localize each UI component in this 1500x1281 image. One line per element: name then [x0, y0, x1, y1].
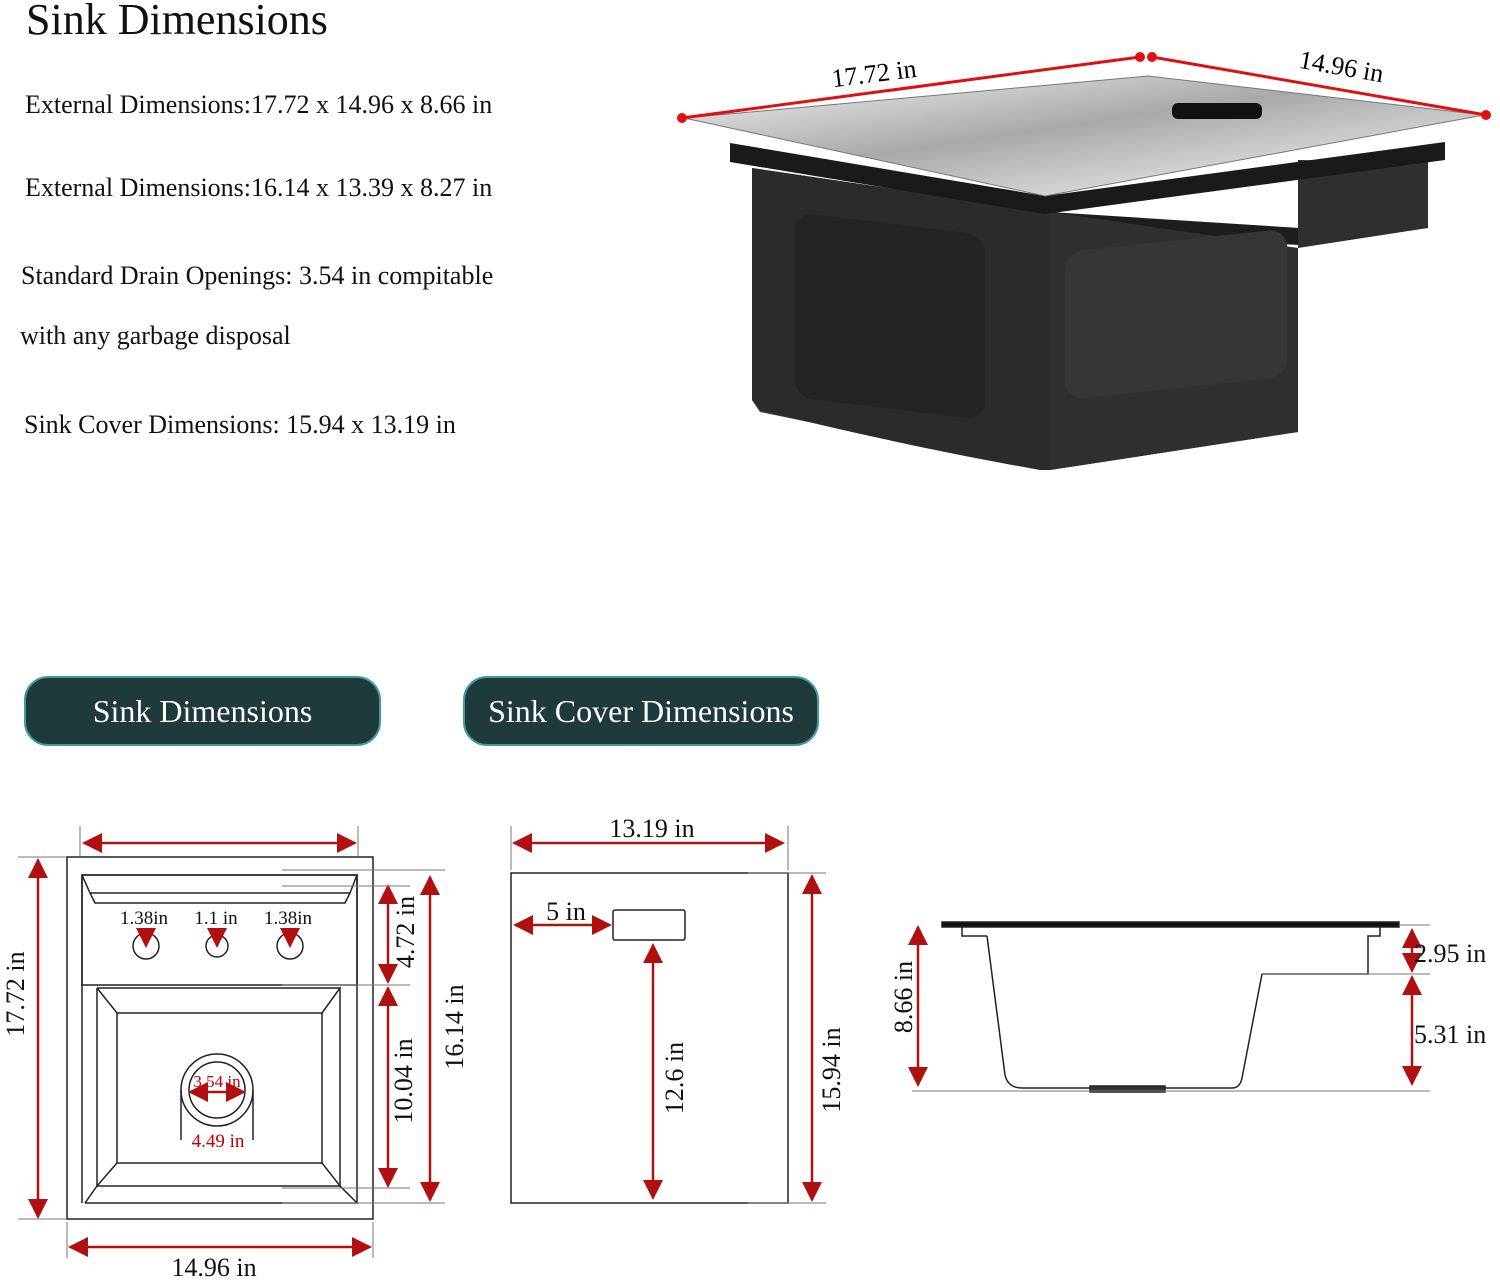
- sink-cover-view-dims: [510, 826, 826, 1204]
- sink-top-view-dims: [18, 826, 445, 1258]
- sink-side-view-labels: 8.66 in 2.95 in 5.31 in: [889, 939, 1486, 1049]
- product-length-line: [681, 55, 1141, 120]
- sink-rear-shelf: [1298, 160, 1428, 248]
- sink-rim-band: [730, 142, 1445, 214]
- drain-inner-label: 3.54 in: [193, 1072, 241, 1091]
- sink-cover-view: [510, 872, 789, 1204]
- top-basin-depth-label: 10.04 in: [389, 1038, 418, 1123]
- sink-basin-right: [321, 988, 341, 1189]
- hole-mid-label: 1.1 in: [194, 908, 238, 929]
- hole-left-label: 1.38in: [120, 908, 169, 929]
- spec-external-dimensions-2: External Dimensions:16.14 x 13.39 x 8.27…: [25, 173, 493, 202]
- sink-basin-outer: [96, 987, 342, 1014]
- spec-external-dimensions-1: External Dimensions:17.72 x 14.96 x 8.66…: [25, 90, 493, 119]
- product-marker-top-right: [1147, 52, 1157, 62]
- cover-handle: [612, 909, 686, 941]
- sink-side-view-dims: [908, 924, 1430, 1092]
- sink-outer-outline: [66, 856, 374, 1220]
- tab-sink-cover-dimensions[interactable]: Sink Cover Dimensions: [463, 676, 819, 746]
- sink-side-view: [941, 921, 1400, 1093]
- hole-right-label: 1.38in: [264, 908, 313, 929]
- drain-outer-label: 4.49 in: [192, 1131, 245, 1152]
- sink-panel-left: [795, 214, 985, 419]
- side-total-height-label: 8.66 in: [889, 961, 918, 1033]
- sink-top-view-labels: 14.96 in 17.72 in 16.14 in 4.72 in 10.04…: [1, 896, 469, 1281]
- sink-cover-view-labels: 13.19 in 15.94 in 5 in 12.6 in: [546, 814, 846, 1114]
- spec-cover-dimensions: Sink Cover Dimensions: 15.94 x 13.19 in: [24, 410, 456, 439]
- product-marker-right: [1481, 110, 1491, 120]
- spec-drain-openings-cont: with any garbage disposal: [20, 321, 291, 350]
- cover-length-label: 15.94 in: [817, 1027, 846, 1112]
- side-right-rim: [1262, 927, 1381, 975]
- spec-drain-openings: Standard Drain Openings: 3.54 in compita…: [21, 261, 494, 290]
- cover-width-label: 13.19 in: [609, 814, 694, 843]
- tab-sink-dimensions[interactable]: Sink Dimensions: [24, 676, 381, 746]
- top-length-label: 17.72 in: [1, 951, 30, 1036]
- sink-shelf-back: [89, 892, 351, 904]
- side-lower-height-label: 5.31 in: [1414, 1020, 1486, 1049]
- product-marker-top-left: [1135, 52, 1145, 62]
- product-marker-left: [677, 113, 687, 123]
- side-top-plate: [941, 921, 1400, 928]
- side-drain: [1089, 1085, 1166, 1093]
- cover-outline: [510, 872, 789, 1204]
- sink-basin-bottom: [84, 1185, 359, 1204]
- sink-cover-handle-slot: [1172, 103, 1262, 119]
- sink-product-illustration: [683, 75, 1485, 470]
- top-width-label: 14.96 in: [171, 1253, 256, 1281]
- sink-basin-left: [96, 988, 118, 1189]
- product-width-label: 14.96 in: [1297, 45, 1386, 88]
- side-bowl-profile: [986, 935, 1263, 1089]
- sink-shelf-outline: [81, 874, 359, 894]
- cover-handle-offset-label: 5 in: [546, 897, 586, 926]
- page-title: Sink Dimensions: [26, 0, 328, 44]
- side-left-rim: [961, 927, 987, 937]
- top-inner-length-label: 16.14 in: [440, 984, 469, 1069]
- cover-handle-distance-label: 12.6 in: [660, 1042, 689, 1114]
- top-shelf-depth-label: 4.72 in: [391, 896, 420, 968]
- sink-shelf-area: [81, 874, 358, 986]
- side-upper-height-label: 2.95 in: [1414, 939, 1486, 968]
- sink-panel-right: [1065, 230, 1287, 399]
- product-width-line: [1151, 55, 1487, 117]
